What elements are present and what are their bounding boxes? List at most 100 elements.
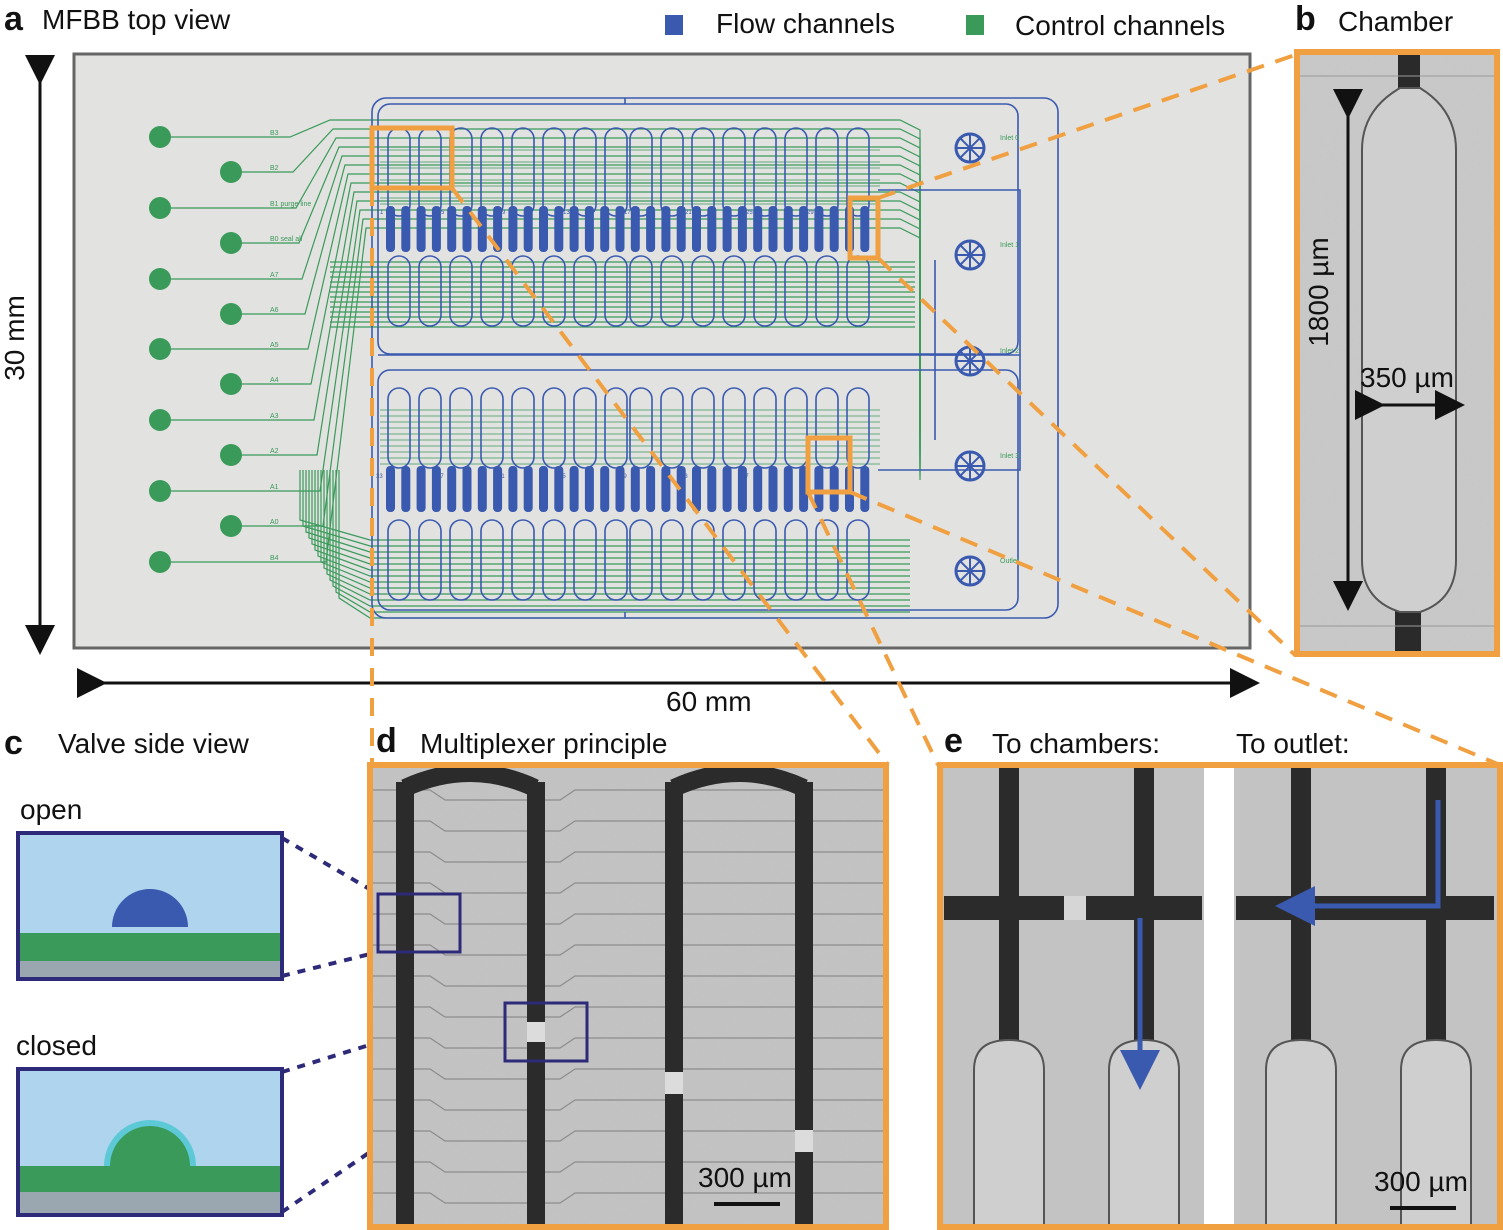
multiplexer-loop xyxy=(449,519,473,601)
multiplexer-loop xyxy=(815,255,839,327)
chamber xyxy=(860,206,870,252)
multiplexer-loop xyxy=(511,255,535,327)
chamber xyxy=(646,466,656,512)
multiplexer-loop xyxy=(573,255,597,327)
chamber xyxy=(477,466,487,512)
flow-channel-micrograph xyxy=(396,782,414,1230)
chamber-number: 41 xyxy=(498,474,505,480)
multiplexer-loop xyxy=(722,387,746,469)
chamber xyxy=(753,466,763,512)
multiplexer-loop xyxy=(418,519,442,601)
control-trace xyxy=(370,1161,886,1173)
multiplexer-loop xyxy=(753,255,777,327)
multiplexer-loop xyxy=(542,127,566,217)
control-pin xyxy=(220,515,242,537)
control-pin xyxy=(149,268,171,290)
control-line xyxy=(305,470,910,553)
width-label: 60 mm xyxy=(666,686,752,717)
legend-control-swatch xyxy=(966,15,984,35)
chip-outline xyxy=(72,52,1252,650)
control-line xyxy=(323,470,910,589)
control-pin-label: A3 xyxy=(270,413,279,420)
chamber-outline xyxy=(1108,1038,1180,1225)
chamber xyxy=(493,466,503,512)
multiplexer-loop xyxy=(815,127,839,217)
multiplexer-loop xyxy=(573,387,597,469)
multiplexer-loop xyxy=(387,387,411,469)
chamber xyxy=(676,206,686,252)
chamber xyxy=(600,466,610,512)
control-pin-label: B0 seal all xyxy=(270,236,303,243)
chamber-outline xyxy=(973,1038,1045,1225)
multiplexer-loop xyxy=(542,387,566,469)
multiplexer-loop xyxy=(784,519,808,601)
chamber xyxy=(630,466,640,512)
chamber xyxy=(508,206,518,252)
chamber xyxy=(814,206,824,252)
control-pin-label: B1 purge line xyxy=(270,201,311,208)
chamber xyxy=(569,206,579,252)
flow-channel-micrograph xyxy=(795,782,813,1230)
port-label: Inlet 2 xyxy=(1000,348,1019,355)
chamber-number: 21 xyxy=(685,210,692,216)
multiplexer-loop xyxy=(784,255,808,327)
multiplexer-loop xyxy=(629,519,653,601)
multiplexer-loop xyxy=(629,127,653,217)
multiplexer-loop xyxy=(691,255,715,327)
panel-c xyxy=(16,831,507,1217)
control-line xyxy=(314,470,910,571)
chamber xyxy=(737,466,747,512)
multiplexer-loop xyxy=(784,127,808,217)
panel-a-title: MFBB top view xyxy=(42,4,231,35)
control-pin xyxy=(149,197,171,219)
chamber xyxy=(707,466,717,512)
panel-e-title-left: To chambers: xyxy=(992,728,1161,759)
control-pin xyxy=(149,480,171,502)
control-trace xyxy=(370,1068,886,1080)
panel-a-letter: a xyxy=(4,0,23,38)
chamber xyxy=(630,206,640,252)
flow-direction-arrow xyxy=(1275,800,1441,926)
multiplexer-loop xyxy=(480,387,504,469)
chamber xyxy=(447,206,457,252)
multiplexer-loop xyxy=(480,127,504,217)
chamber xyxy=(829,466,839,512)
multiplexer-loop xyxy=(784,387,808,469)
chamber xyxy=(554,466,564,512)
panel-b-title: Chamber xyxy=(1338,6,1454,37)
control-line xyxy=(332,470,910,607)
flow-channel-network xyxy=(371,97,1059,619)
chamber-number: 49 xyxy=(620,474,627,480)
port-label: Inlet 0 xyxy=(1000,135,1019,142)
port-icon xyxy=(954,345,986,377)
multiplexer-loop xyxy=(418,255,442,327)
multiplexer-loop xyxy=(753,127,777,217)
closed-valve-gap xyxy=(795,1130,813,1152)
chamber xyxy=(584,466,594,512)
flow-channel-micrograph xyxy=(665,782,683,1230)
control-pin xyxy=(149,409,171,431)
control-line xyxy=(335,470,910,613)
multiplexer-loop xyxy=(722,255,746,327)
multiplexer-loop xyxy=(542,519,566,601)
panel-e xyxy=(937,762,1503,1230)
port-icon xyxy=(954,239,986,271)
chamber xyxy=(646,206,656,252)
chamber xyxy=(799,206,809,252)
control-pin xyxy=(220,444,242,466)
highlight-junction xyxy=(805,435,853,495)
control-pin-label: A0 xyxy=(270,519,279,526)
chamber xyxy=(661,466,671,512)
chamber xyxy=(431,466,441,512)
port-label: Inlet 3 xyxy=(1000,453,1019,460)
multiplexer-loop xyxy=(387,255,411,327)
multiplexer-loop xyxy=(387,519,411,601)
scale-label-e: 300 µm xyxy=(1374,1166,1468,1197)
flow-channel-bend xyxy=(401,764,539,797)
height-label: 30 mm xyxy=(0,295,30,381)
chamber-number: 17 xyxy=(624,210,631,216)
chamber xyxy=(722,466,732,512)
multiplexer-loop xyxy=(660,127,684,217)
control-trace xyxy=(370,1037,886,1049)
